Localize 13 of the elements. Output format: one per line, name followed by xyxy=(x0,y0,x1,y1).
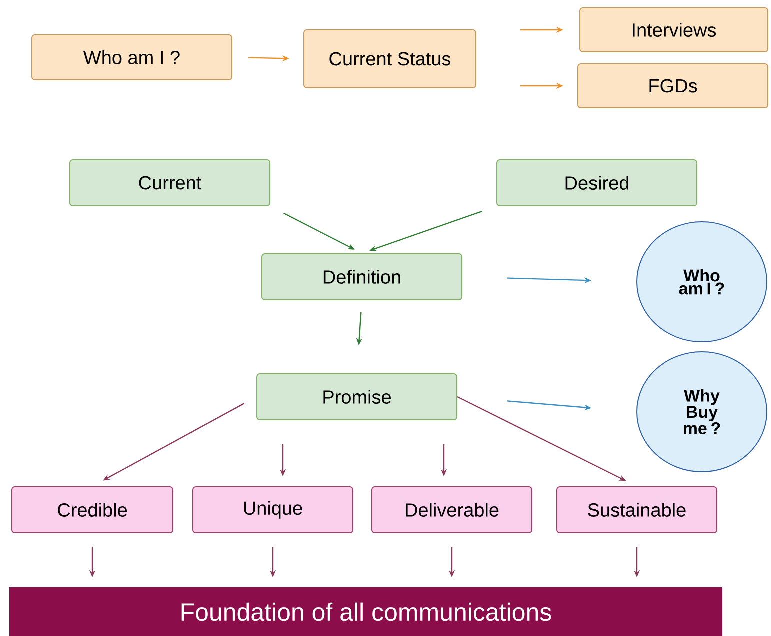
process-box: Desired xyxy=(496,160,698,206)
foundation-bar: Foundation of all communications xyxy=(10,588,722,636)
process-box: Current Status xyxy=(304,30,476,88)
quality-box: Unique xyxy=(192,486,354,534)
process-box: Interviews xyxy=(580,8,768,52)
process-box: Definition xyxy=(262,254,462,300)
quality-box: Sustainable xyxy=(556,486,718,534)
process-box: Current xyxy=(70,160,270,206)
process-box: FGDs xyxy=(578,64,768,108)
quality-box: Deliverable xyxy=(372,486,532,534)
process-box: Who am I ? xyxy=(32,34,232,80)
quality-box: Credible xyxy=(12,486,174,534)
process-box: Promise xyxy=(256,374,458,420)
